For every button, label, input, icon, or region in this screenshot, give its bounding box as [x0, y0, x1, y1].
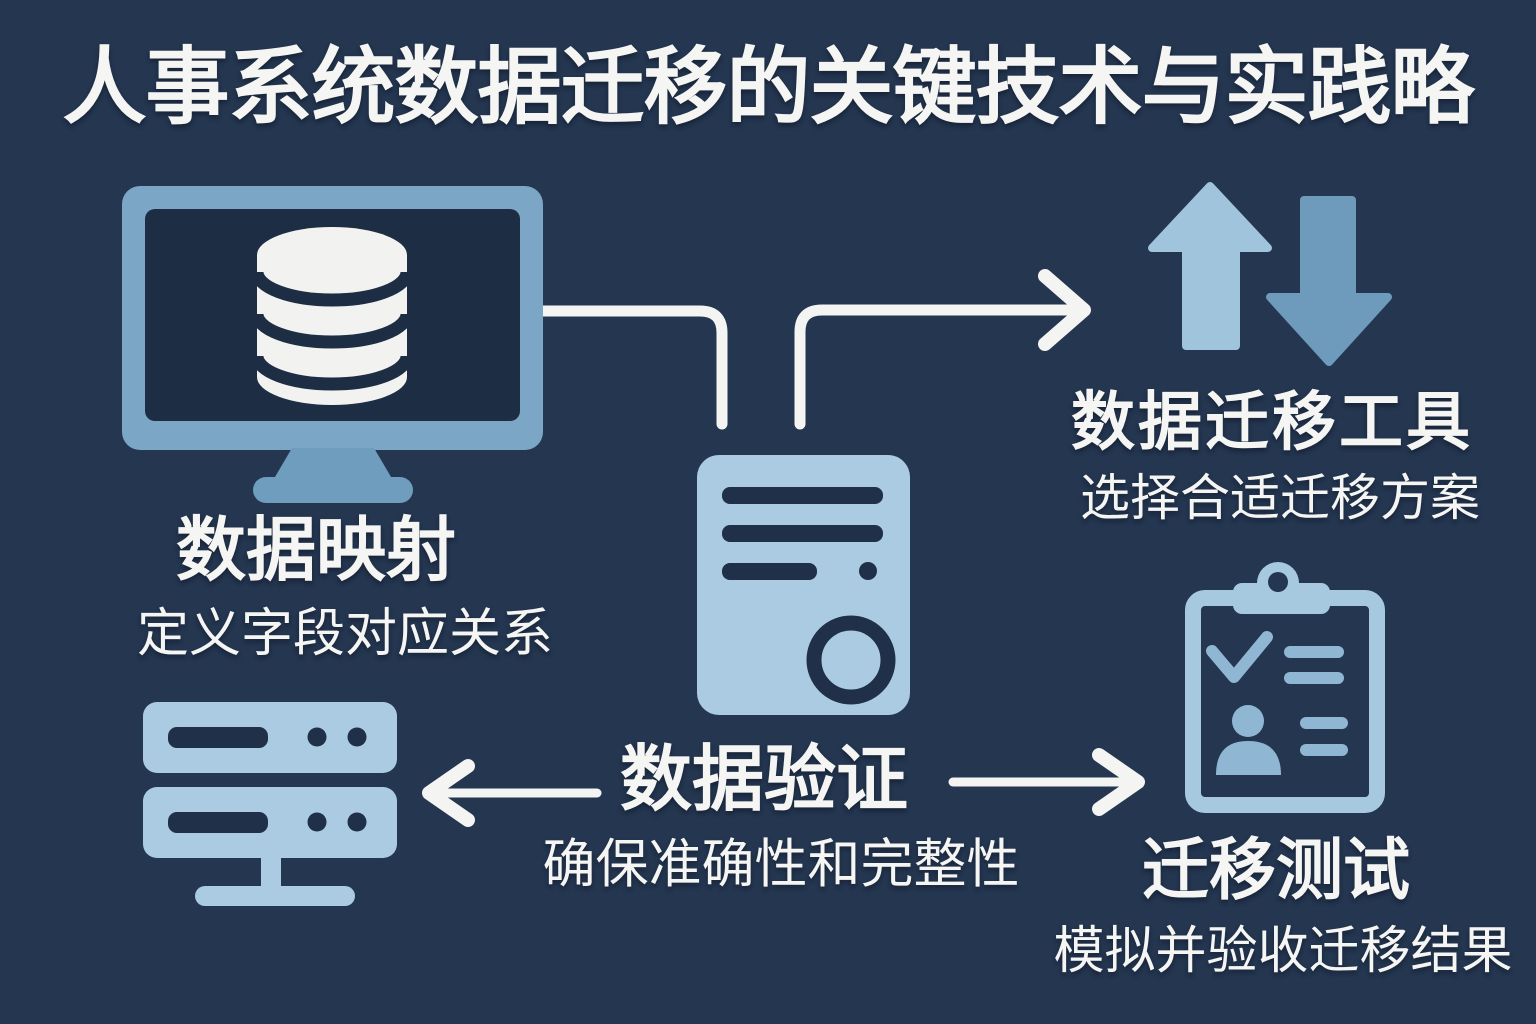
document-line	[722, 525, 883, 542]
flow-connectors	[422, 269, 1145, 827]
rack-slot	[168, 812, 268, 833]
label-migration-tools: 数据迁移工具	[1071, 386, 1473, 458]
desc-migration-tools: 选择合适迁移方案	[1080, 470, 1480, 526]
checkmark-icon	[1206, 631, 1273, 683]
right-arrow-icon	[1092, 748, 1145, 816]
connector-document-to-tools	[794, 304, 1084, 430]
monitor-database-icon	[122, 186, 543, 503]
left-arrow-icon	[422, 759, 475, 827]
right-arrow-icon	[1038, 269, 1091, 351]
clipboard-checklist-icon	[1185, 562, 1385, 813]
clipboard-clip	[1233, 583, 1330, 614]
person-icon	[1216, 741, 1281, 775]
rack-stand	[261, 852, 281, 894]
document-body	[697, 455, 910, 715]
document-dot	[859, 562, 877, 580]
server-document-icon	[697, 455, 910, 715]
rack-slot	[168, 727, 268, 748]
desc-data-mapping: 定义字段对应关系	[136, 605, 554, 663]
rack-base	[195, 886, 355, 906]
desc-data-validation: 确保准确性和完整性	[542, 835, 1020, 894]
monitor-stand	[272, 448, 394, 482]
up-arrow-icon	[1148, 182, 1272, 350]
list-line	[1284, 672, 1344, 684]
label-data-mapping: 数据映射	[176, 511, 456, 589]
document-line	[722, 563, 817, 580]
rack-led	[347, 812, 367, 832]
server-rack-icon	[143, 702, 397, 906]
database-icon	[250, 227, 414, 405]
list-line	[1284, 646, 1344, 658]
rack-unit	[143, 702, 397, 773]
label-data-validation: 数据验证	[619, 740, 909, 820]
up-down-arrows-icon	[1148, 182, 1392, 366]
list-line	[1300, 744, 1348, 756]
rack-led	[347, 727, 367, 747]
document-line	[722, 487, 883, 504]
document-circle	[806, 615, 896, 705]
down-arrow-icon	[1266, 196, 1392, 366]
rack-unit	[143, 787, 397, 858]
rack-led	[307, 727, 327, 747]
page-title: 人事系统数据迁移的关键技术与实践略	[62, 40, 1474, 134]
person-icon	[1232, 705, 1264, 737]
clipboard-clip-hole	[1268, 572, 1288, 592]
label-migration-testing: 迁移测试	[1142, 833, 1410, 908]
rack-led	[307, 812, 327, 832]
monitor-base	[253, 477, 413, 503]
desc-migration-testing: 模拟并验收迁移结果	[1053, 922, 1513, 979]
list-line	[1300, 717, 1348, 729]
connector-monitor-to-document	[537, 305, 728, 430]
